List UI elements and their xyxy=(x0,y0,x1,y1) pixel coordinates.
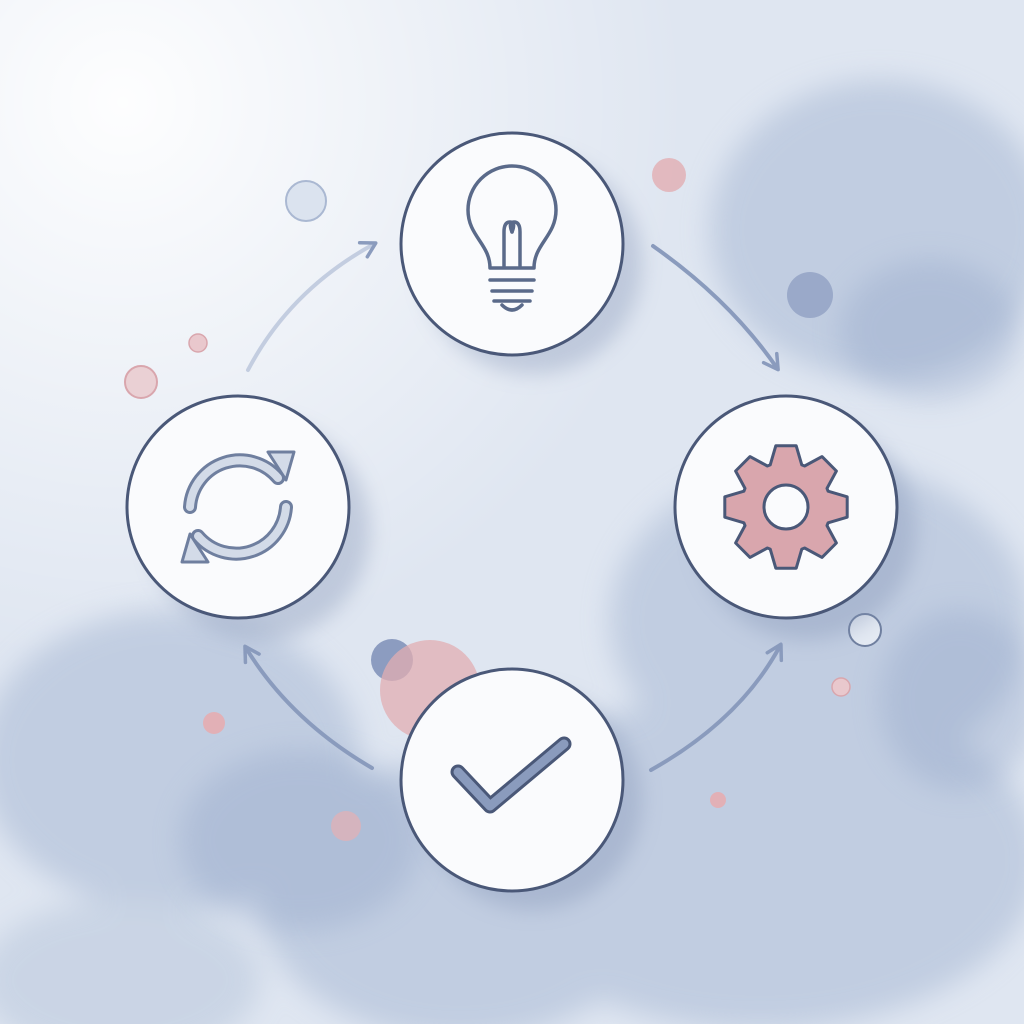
node-process xyxy=(673,394,899,620)
decorative-dot xyxy=(285,180,327,222)
decorative-dot xyxy=(652,158,686,192)
node-idea xyxy=(399,131,625,357)
arrow-verify-to-process xyxy=(649,642,784,772)
arrow-verify-to-iterate xyxy=(243,644,374,770)
decorative-dot xyxy=(188,333,208,353)
gear-icon xyxy=(723,444,849,570)
decorative-dot xyxy=(710,792,726,808)
decorative-dot xyxy=(124,365,158,399)
lightbulb-icon xyxy=(466,164,558,312)
decorative-dot xyxy=(203,712,225,734)
refresh-icon xyxy=(180,450,296,564)
decorative-dot xyxy=(331,811,361,841)
decorative-dot xyxy=(831,677,851,697)
node-verify xyxy=(399,667,625,893)
arrow-idea-to-process xyxy=(651,244,780,372)
arrow-iterate-to-idea xyxy=(246,241,378,372)
connectors xyxy=(243,241,784,772)
decorative-dot xyxy=(787,272,833,318)
node-iterate xyxy=(125,394,351,620)
